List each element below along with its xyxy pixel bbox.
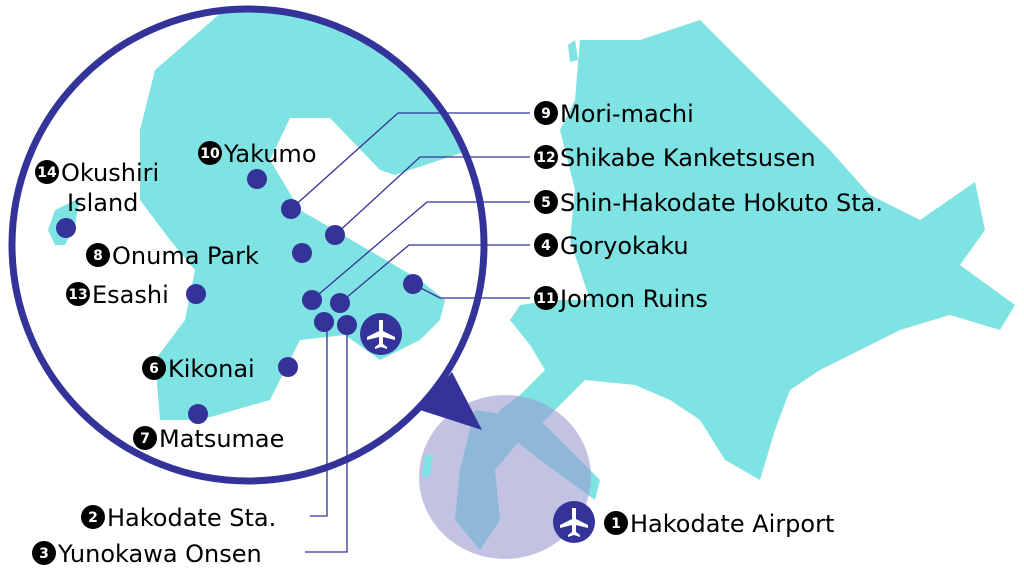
leader-lines <box>290 112 530 553</box>
place-label[interactable]: Shikabe Kanketsusen <box>560 144 816 172</box>
place-label[interactable]: Esashi <box>92 281 169 309</box>
number-badge <box>142 356 166 380</box>
okushiri-small <box>422 455 433 478</box>
marker-yakumo[interactable] <box>247 169 267 189</box>
number-badge-label: 1 <box>611 516 621 532</box>
number-badge-label: 12 <box>536 150 555 166</box>
number-badge <box>534 190 558 214</box>
hakodate-area-highlight <box>419 395 591 559</box>
marker-mori-machi[interactable] <box>281 199 301 219</box>
number-badge-label: 9 <box>541 106 551 122</box>
number-badge-label: 13 <box>68 287 87 303</box>
marker-goryokaku[interactable] <box>330 293 350 313</box>
place-label-line2[interactable]: Island <box>67 189 138 217</box>
place-label[interactable]: Mori-machi <box>560 100 694 128</box>
marker-hakodate-sta[interactable] <box>314 312 334 332</box>
place-label[interactable]: Yakumo <box>223 140 317 168</box>
place-label[interactable]: Matsumae <box>159 425 284 453</box>
airplane-icon <box>360 313 402 355</box>
place-label[interactable]: Jomon Ruins <box>558 285 708 313</box>
number-badge-label: 14 <box>37 165 57 181</box>
marker-shikabe[interactable] <box>325 225 345 245</box>
number-badge <box>32 541 56 565</box>
number-badge <box>81 505 105 529</box>
place-label[interactable]: Goryokaku <box>560 232 689 260</box>
number-badge-label: 4 <box>541 238 551 254</box>
number-badge-label: 8 <box>93 248 103 264</box>
number-badge-label: 11 <box>536 291 555 307</box>
number-badge-label: 10 <box>200 146 220 162</box>
place-label[interactable]: Yunokawa Onsen <box>57 540 262 568</box>
marker-shin-hakodate[interactable] <box>302 290 322 310</box>
number-badge-label: 5 <box>541 195 551 211</box>
number-badge <box>35 160 59 184</box>
number-badge <box>86 243 110 267</box>
number-badge-label: 3 <box>39 546 49 562</box>
airplane-icon <box>553 501 595 543</box>
number-badge <box>534 145 558 169</box>
marker-okushiri[interactable] <box>56 218 76 238</box>
number-badge <box>534 101 558 125</box>
hokkaido-tip-island <box>568 40 578 62</box>
marker-jomon-ruins[interactable] <box>403 274 423 294</box>
place-label[interactable]: Onuma Park <box>112 242 259 270</box>
number-badge-label: 2 <box>88 510 98 526</box>
number-badge <box>534 286 558 310</box>
hokkaido-landmass <box>470 20 1015 480</box>
zoom-pointer <box>420 372 482 430</box>
number-badge <box>198 141 222 165</box>
place-label[interactable]: Hakodate Sta. <box>107 504 276 532</box>
place-label[interactable]: Okushiri <box>61 159 159 187</box>
number-badge <box>66 282 90 306</box>
number-badge-label: 7 <box>140 431 150 447</box>
marker-kikonai[interactable] <box>278 357 298 377</box>
number-badge-label: 6 <box>149 361 159 377</box>
marker-esashi[interactable] <box>186 284 206 304</box>
number-badge <box>534 233 558 257</box>
marker-yunokawa[interactable] <box>337 315 357 335</box>
number-badge <box>604 511 628 535</box>
marker-onuma-park[interactable] <box>292 243 312 263</box>
inset-landmass <box>140 9 484 420</box>
place-label[interactable]: Shin-Hakodate Hokuto Sta. <box>560 189 883 217</box>
place-label[interactable]: Kikonai <box>168 355 255 383</box>
place-label[interactable]: Hakodate Airport <box>630 510 834 538</box>
marker-matsumae[interactable] <box>188 404 208 424</box>
number-badge <box>133 426 157 450</box>
